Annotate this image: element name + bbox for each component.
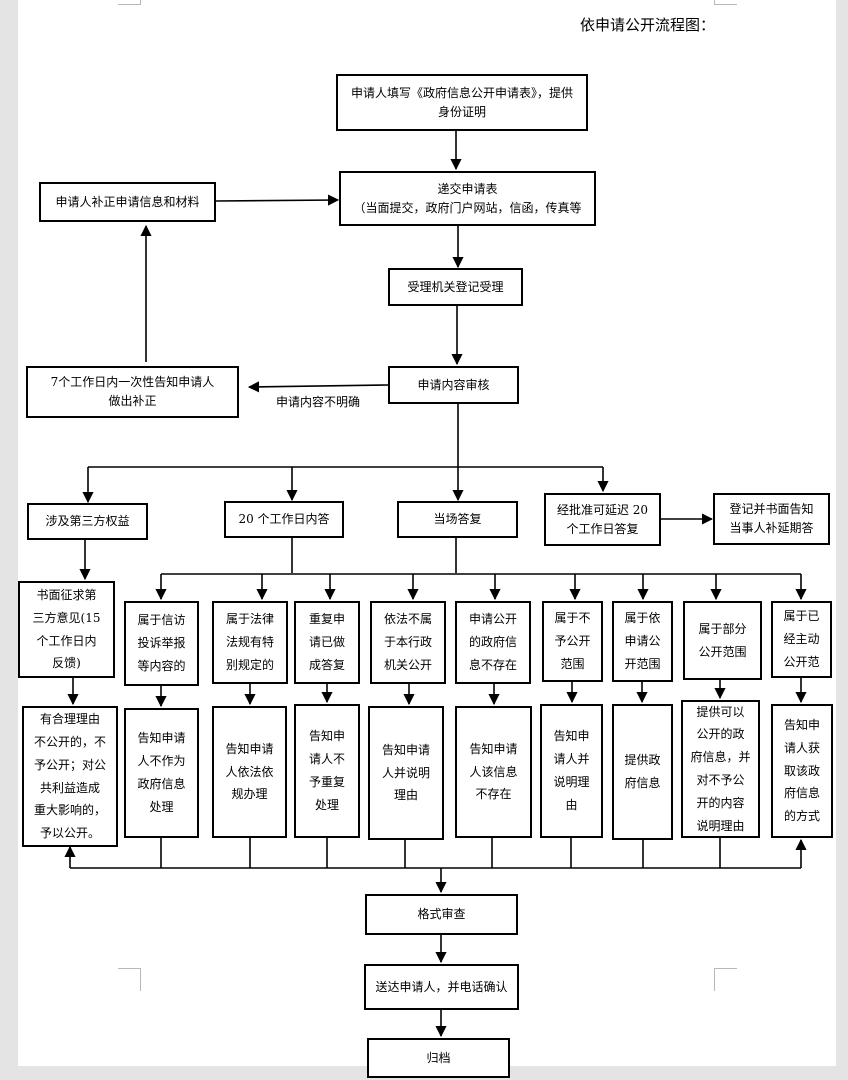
node-review: 申请内容审核 (388, 366, 519, 404)
node-res-notexist: 告知申请 人该信息 不存在 (455, 706, 532, 838)
node-archive: 归档 (367, 1038, 510, 1078)
edge-label-unclear: 申请内容不明确 (276, 395, 361, 409)
node-res-third: 有合理理由 不公开的，不 予公开；对公 共利益造成 重大影响的， 予以公开。 (22, 706, 118, 847)
node-apply: 申请人填写《政府信息公开申请表》，提供 身份证明 (336, 74, 588, 131)
node-extend-20: 经批准可延迟 20 个工作日答复 (544, 493, 661, 546)
node-res-nondisclose: 告知申 请人并 说明理 由 (540, 704, 603, 838)
node-consult: 书面征求第 三方意见(15 个工作日内 反馈) (18, 581, 115, 678)
node-res-notresp: 告知申请 人并说明 理由 (368, 706, 444, 840)
node-submit: 递交申请表 （当面提交，政府门户网站，信函，传真等 (339, 171, 596, 226)
node-register-extend: 登记并书面告知 当事人补延期答 (713, 493, 830, 545)
node-res-law: 告知申请 人依法依 规办理 (212, 706, 287, 838)
node-cat-complaint: 属于信访 投诉举报 等内容的 (124, 601, 199, 686)
node-cat-notresp: 依法不属 于本行政 机关公开 (370, 601, 446, 684)
node-cat-law: 属于法律 法规有特 别规定的 (212, 601, 288, 684)
node-res-repeat: 告知申 请人不 予重复 处理 (294, 704, 360, 838)
node-cat-notexist: 申请公开 的政府信 息不存在 (455, 601, 531, 684)
node-register: 受理机关登记受理 (388, 268, 523, 306)
node-reply-20: 20 个工作日内答 (224, 501, 344, 538)
crop-mark (118, 0, 141, 5)
node-deliver: 送达申请人，并电话确认 (364, 964, 519, 1010)
node-third-party: 涉及第三方权益 (27, 503, 148, 540)
node-res-public: 告知申 请人获 取该政 府信息 的方式 (771, 704, 833, 838)
crop-mark (714, 968, 737, 991)
arrow-supplement-submit (215, 194, 340, 206)
arrow-review-notify (247, 381, 389, 393)
node-cat-disclose: 属于依 申请公 开范围 (612, 601, 673, 682)
node-res-complaint: 告知申请 人不作为 政府信息 处理 (124, 708, 199, 838)
node-cat-nondisclose: 属于不 予公开 范围 (542, 601, 603, 682)
node-supplement: 申请人补正申请信息和材料 (39, 182, 216, 222)
node-notify-correct: 7个工作日内一次性告知申请人 做出补正 (26, 366, 239, 418)
node-res-partial: 提供可以 公开的政 府信息，并 对不予公 开的内容 说明理由 (681, 700, 760, 838)
page-title: 依申请公开流程图： (580, 16, 716, 34)
node-format-review: 格式审查 (365, 894, 518, 935)
node-cat-public: 属于已 经主动 公开范 (771, 601, 832, 678)
node-reply-now: 当场答复 (397, 501, 518, 538)
node-res-disclose: 提供政 府信息 (612, 704, 673, 840)
crop-mark (714, 0, 737, 5)
crop-mark (118, 968, 141, 991)
node-cat-partial: 属于部分 公开范围 (683, 601, 762, 680)
node-cat-repeat: 重复申 请已做 成答复 (294, 601, 360, 684)
